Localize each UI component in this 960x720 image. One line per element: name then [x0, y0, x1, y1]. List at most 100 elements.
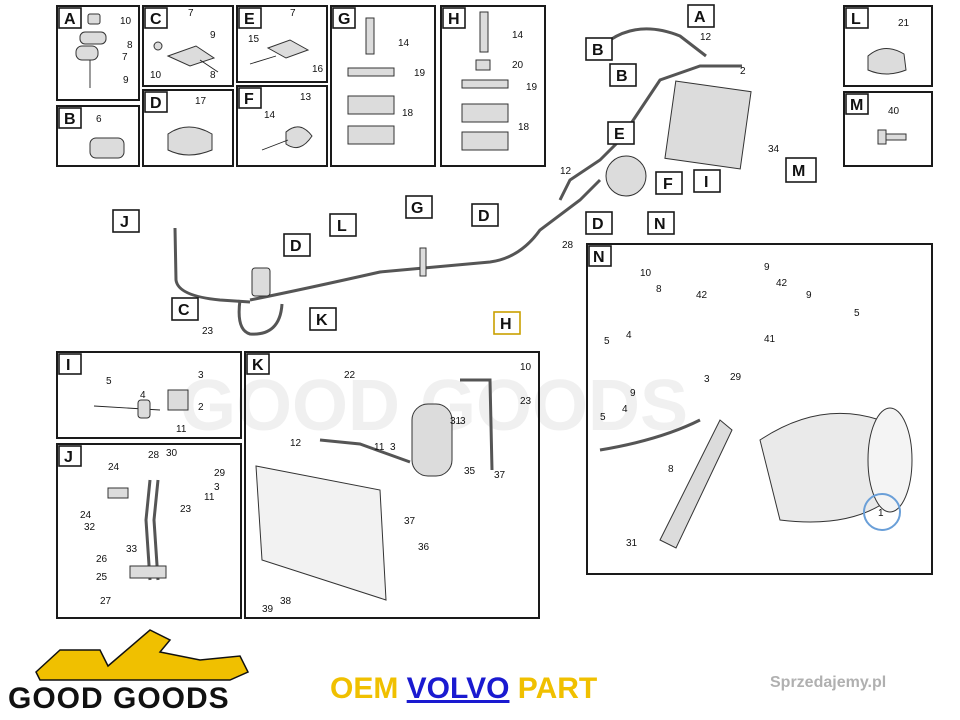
- inset-c: C 7 9 10 8: [142, 5, 234, 87]
- callout: 12: [560, 166, 572, 177]
- callout: 5: [106, 376, 112, 387]
- callout: 3: [198, 370, 204, 381]
- inset-n-letter: N: [593, 249, 605, 266]
- callout: 2: [740, 66, 746, 77]
- label-i: I: [704, 174, 708, 191]
- callout: 37: [404, 516, 416, 527]
- callout: 8: [668, 464, 674, 475]
- inset-n: N 10 8 9 42 42 9 5 4 41 5 9 3 29 5 4 8 3…: [586, 243, 933, 575]
- callout: 13: [300, 92, 312, 103]
- callout: 11: [374, 442, 385, 453]
- label-b: B: [592, 42, 604, 59]
- callout: 21: [898, 18, 910, 29]
- callout: 38: [280, 596, 292, 607]
- oem-brand-link[interactable]: VOLVO: [406, 672, 510, 705]
- callout: 2: [198, 402, 204, 413]
- callout: 19: [526, 82, 538, 93]
- label-g: G: [411, 200, 423, 217]
- label-h: H: [500, 316, 512, 333]
- inset-b-letter: B: [64, 111, 76, 128]
- callout: 23: [180, 504, 192, 515]
- inset-b: B 6: [56, 105, 140, 167]
- callout: 11: [204, 492, 215, 503]
- callout: 24: [80, 510, 92, 521]
- callout: 32: [84, 522, 96, 533]
- callout: 27: [100, 596, 112, 607]
- callout: 14: [398, 38, 410, 49]
- inset-g: G 14 19 18: [330, 5, 436, 167]
- callout: 26: [96, 554, 108, 565]
- label-k: K: [316, 312, 328, 329]
- callout: 29: [214, 468, 226, 479]
- label-a: A: [694, 9, 706, 26]
- main-assembly: [173, 27, 752, 336]
- callout: 4: [626, 330, 632, 341]
- callout: 7: [188, 8, 194, 19]
- oem-prefix: OEM: [330, 672, 407, 705]
- callout: 8: [656, 284, 662, 295]
- callout: 9: [806, 290, 812, 301]
- callout: 23: [202, 326, 214, 337]
- inset-f: F 13 14: [236, 85, 328, 167]
- callout: 7: [290, 8, 296, 19]
- site-watermark: Sprzedajemy.pl: [770, 674, 887, 691]
- callout: 34: [768, 144, 780, 155]
- label-m: M: [792, 163, 805, 180]
- inset-k-letter: K: [252, 357, 264, 374]
- logo-loader-icon: [35, 629, 250, 681]
- callout: 36: [418, 542, 430, 553]
- callout: 33: [126, 544, 138, 555]
- inset-a-letter: A: [64, 11, 76, 28]
- callout: 29: [730, 372, 742, 383]
- callout: 1: [878, 508, 884, 519]
- callout: 35: [464, 466, 476, 477]
- inset-m-letter: M: [850, 97, 863, 114]
- label-d-3: D: [592, 216, 604, 233]
- callout: 12: [290, 438, 302, 449]
- label-n: N: [654, 216, 666, 233]
- callout: 9: [210, 30, 216, 41]
- inset-c-letter: C: [150, 11, 162, 28]
- callout: 14: [512, 30, 524, 41]
- callout: 19: [414, 68, 426, 79]
- callout: 4: [140, 390, 146, 401]
- callout: 10: [520, 362, 532, 373]
- callout: 42: [696, 290, 708, 301]
- inset-j: J 24 28 30 29 3 11 24 23 32 33 26 25 27: [56, 443, 242, 619]
- callout: 42: [776, 278, 788, 289]
- callout: 3: [704, 374, 710, 385]
- inset-i: I 5 4 3 2 11: [56, 351, 242, 439]
- inset-m: M 40: [843, 91, 933, 167]
- callout: 28: [148, 450, 160, 461]
- callout: 10: [120, 16, 132, 27]
- inset-k: K 22 10 23 31 3 12 11 3 35 37 37 36 39 3…: [244, 351, 540, 619]
- main-labels: A B B E F I M N J D L G D D C K H 12 2 3…: [112, 4, 817, 337]
- inset-j-letter: J: [64, 449, 73, 466]
- logo-text: GOOD GOODS: [8, 682, 230, 715]
- callout: 20: [512, 60, 524, 71]
- callout: 14: [264, 110, 276, 121]
- callout: 10: [640, 268, 652, 279]
- label-f: F: [663, 176, 673, 193]
- inset-e-letter: E: [244, 11, 255, 28]
- oem-suffix: PART: [509, 672, 598, 705]
- callout: 40: [888, 106, 900, 117]
- callout: 41: [764, 334, 776, 345]
- callout: 3: [214, 482, 220, 493]
- callout: 18: [402, 108, 414, 119]
- label-b-2: B: [616, 68, 628, 85]
- inset-d-letter: D: [150, 95, 162, 112]
- label-d: D: [290, 238, 302, 255]
- callout: 5: [600, 412, 606, 423]
- callout: 8: [210, 70, 216, 81]
- callout: 31: [450, 416, 462, 427]
- inset-h-letter: H: [448, 11, 460, 28]
- callout: 24: [108, 462, 120, 473]
- callout: 4: [622, 404, 628, 415]
- callout: 16: [312, 64, 324, 75]
- callout: 11: [176, 424, 187, 435]
- callout: 23: [520, 396, 532, 407]
- callout: 5: [854, 308, 860, 319]
- inset-d: D 17: [142, 89, 234, 167]
- callout: 17: [195, 96, 207, 107]
